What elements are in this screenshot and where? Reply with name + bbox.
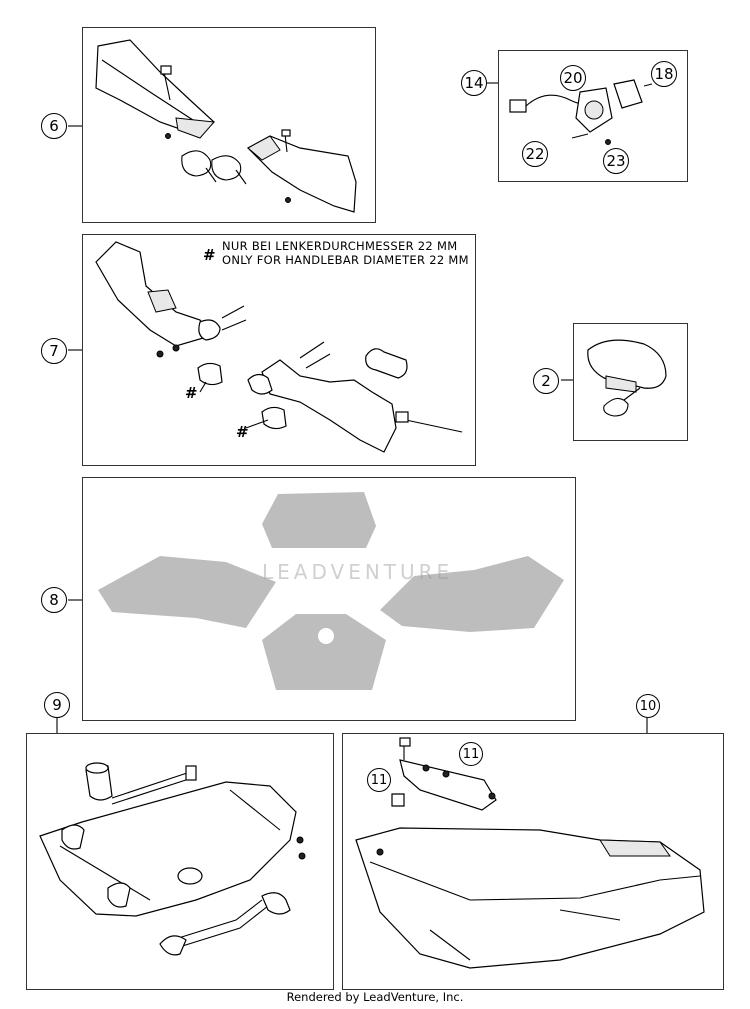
callout-9[interactable]: 9 — [44, 692, 70, 718]
callout-10[interactable]: 10 — [636, 694, 660, 718]
note-symbol-left: # — [185, 384, 198, 402]
handlebar-note-line2: ONLY FOR HANDLEBAR DIAMETER 22 MM — [222, 253, 469, 267]
callout-18[interactable]: 18 — [651, 61, 677, 87]
note-symbol: # — [203, 246, 216, 264]
callout-11-lower[interactable]: 11 — [367, 768, 391, 792]
callout-23[interactable]: 23 — [603, 148, 629, 174]
footer-credit: Rendered by LeadVenture, Inc. — [286, 990, 464, 1004]
callout-20[interactable]: 20 — [560, 65, 586, 91]
callout-2[interactable]: 2 — [533, 368, 559, 394]
handlebar-note-line1: NUR BEI LENKERDURCHMESSER 22 MM — [222, 239, 458, 253]
callout-7[interactable]: 7 — [41, 338, 67, 364]
watermark-text: LEADVENTURE — [262, 560, 454, 584]
callout-14[interactable]: 14 — [461, 70, 487, 96]
callout-11-upper[interactable]: 11 — [459, 742, 483, 766]
callout-8[interactable]: 8 — [41, 587, 67, 613]
callout-6[interactable]: 6 — [41, 113, 67, 139]
note-symbol-right: # — [236, 423, 249, 441]
callout-22[interactable]: 22 — [522, 141, 548, 167]
